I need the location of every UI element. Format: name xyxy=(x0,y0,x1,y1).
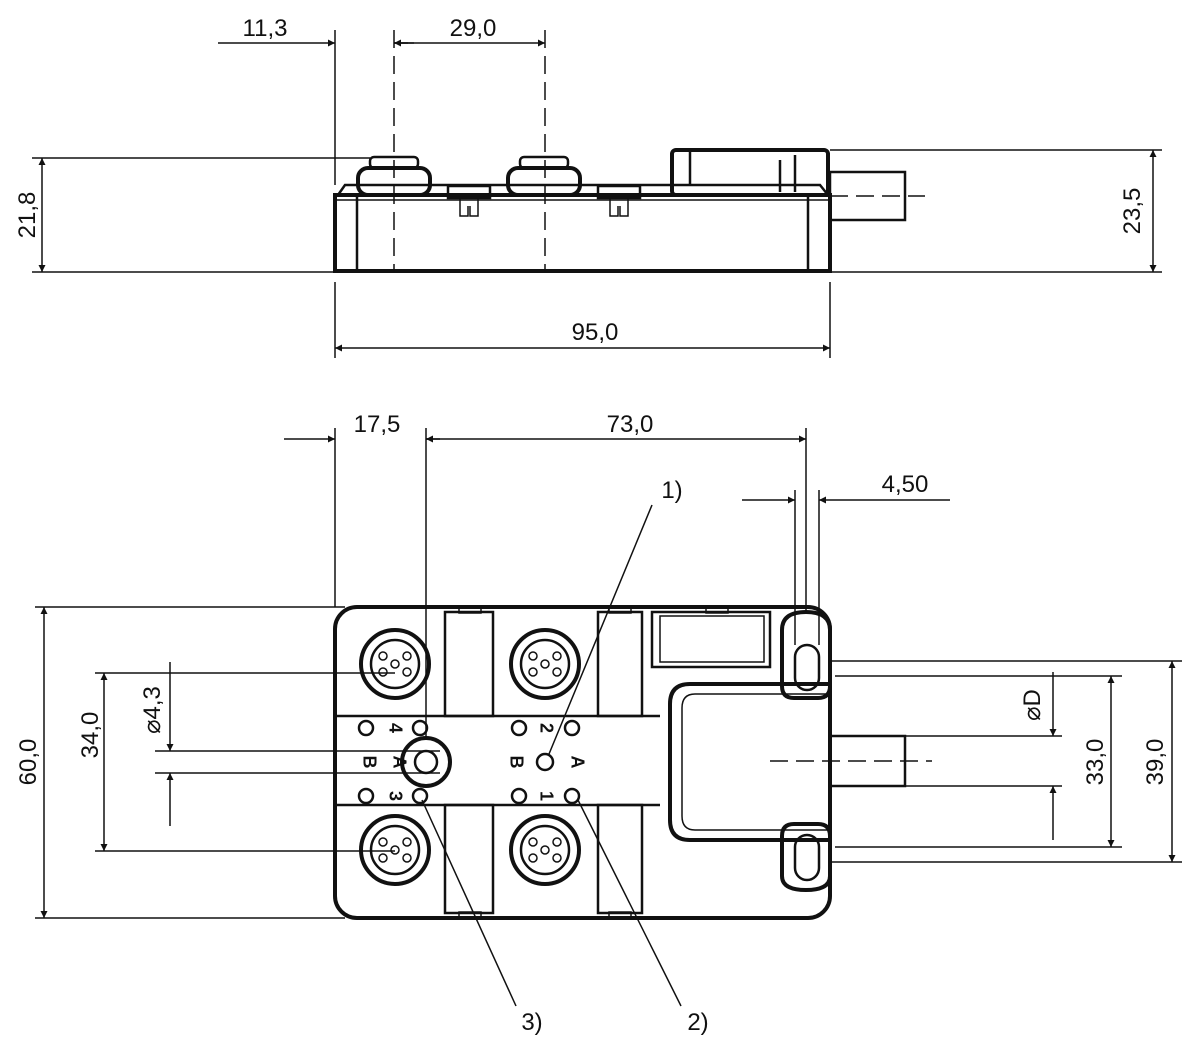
mounting-slot-bottom xyxy=(780,822,832,893)
dim-34-0: 34,0 xyxy=(77,712,104,759)
dim-21-8: 21,8 xyxy=(14,192,41,239)
dim-hole-dia-4-3: ⌀4,3 xyxy=(139,686,166,734)
dim-23-5: 23,5 xyxy=(1119,188,1146,235)
label-port-3: 3 xyxy=(385,791,405,801)
callout-2: 2) xyxy=(687,1009,708,1036)
port-top-left xyxy=(359,628,431,700)
dim-33-0: 33,0 xyxy=(1082,739,1109,786)
dim-11-3: 11,3 xyxy=(243,15,288,42)
dim-4-50: 4,50 xyxy=(882,471,929,498)
dim-60-0: 60,0 xyxy=(15,739,42,786)
port-bottom-right xyxy=(509,814,581,886)
dim-95-0: 95,0 xyxy=(572,319,619,346)
label-port-4: 4 xyxy=(385,723,405,733)
front-view: 4 3 2 1 B A B A 17,5 73,0 4,50 60,0 xyxy=(15,411,1182,1036)
label-b-left: B xyxy=(359,756,379,769)
label-b-right: B xyxy=(506,756,526,769)
callout-3: 3) xyxy=(521,1009,542,1036)
side-connector-2 xyxy=(506,155,582,197)
side-view-body xyxy=(333,193,832,273)
side-cable-gland xyxy=(670,148,925,222)
callout-1: 1) xyxy=(661,477,682,504)
dim-39-0: 39,0 xyxy=(1142,739,1169,786)
label-port-1: 1 xyxy=(536,791,556,801)
port-top-right xyxy=(509,628,581,700)
port-bottom-left xyxy=(359,814,431,886)
label-a-left: A xyxy=(389,756,409,769)
dim-17-5: 17,5 xyxy=(354,411,401,438)
dim-cable-dia-d: ⌀D xyxy=(1019,689,1046,721)
mounting-slot-top xyxy=(780,609,832,700)
label-port-2: 2 xyxy=(536,723,556,733)
label-a-right: A xyxy=(567,756,587,769)
dim-29-0: 29,0 xyxy=(450,15,497,42)
side-view: 11,3 29,0 21,8 23,5 95,0 xyxy=(14,15,1162,358)
dim-73-0: 73,0 xyxy=(607,411,654,438)
